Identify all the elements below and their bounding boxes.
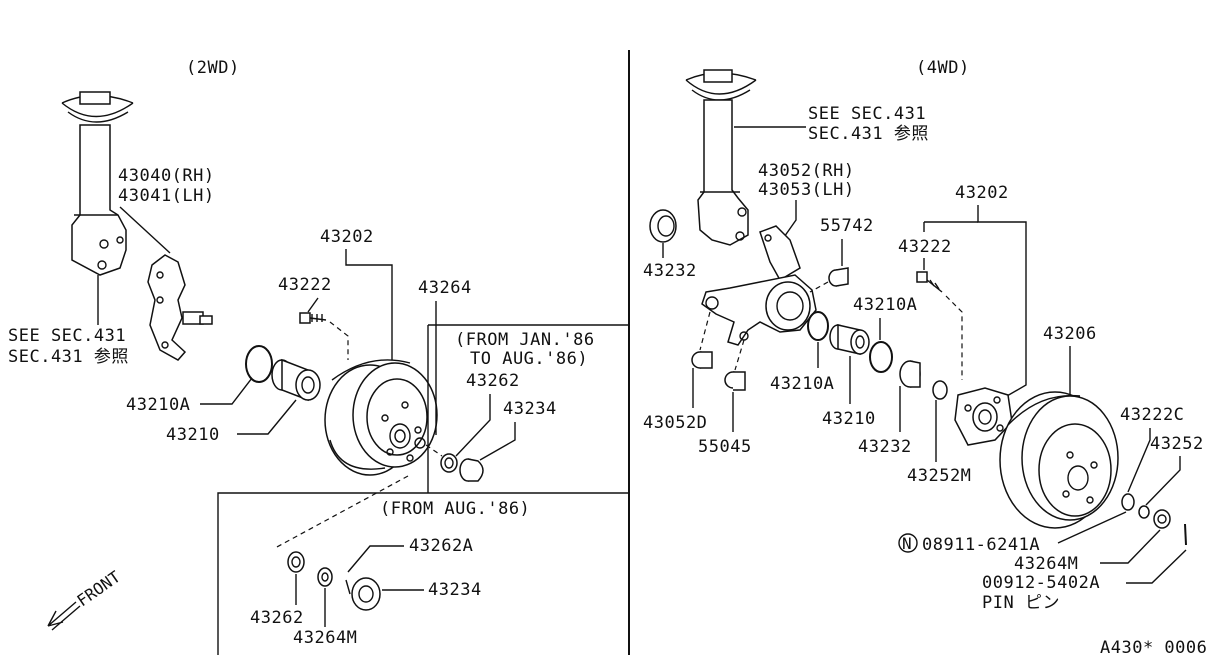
inset-from-aug: (FROM AUG.'86)	[380, 499, 530, 519]
label-strut-lh: 43041(LH)	[118, 186, 215, 206]
label-see-sec-4wd: SEE SEC.431	[808, 104, 926, 124]
brake-drum-2wd	[324, 359, 438, 476]
label-washer-aug: 43262	[250, 608, 304, 628]
bearing-2wd	[271, 358, 321, 402]
label-drum-4wd: 43206	[1043, 324, 1097, 344]
label-bushing-55742: 55742	[820, 216, 874, 236]
cap-m-aug	[317, 567, 333, 587]
washer-aug	[287, 551, 305, 573]
label-bush-low: 55045	[698, 437, 752, 457]
nut-4wd	[1153, 509, 1171, 529]
label-bolt-2wd: 43222	[278, 275, 332, 295]
label-nut-2wd: 43262	[466, 371, 520, 391]
inset-box-from-aug	[217, 492, 629, 655]
bushing-55045	[724, 371, 746, 391]
label-nut-code: 08911-6241A	[922, 535, 1040, 555]
label-bush-d: 43052D	[643, 413, 707, 433]
label-cap-2wd: 43264	[418, 278, 472, 298]
label-ring-4wd-low: 43210A	[770, 374, 834, 394]
washer-4wd	[1121, 493, 1135, 511]
label-drum-2wd: 43202	[320, 227, 374, 247]
knuckle-4wd	[701, 225, 817, 346]
label-washer-m-4wd: 43252M	[907, 466, 971, 486]
label-see-sec-2wd: SEE SEC.431	[8, 326, 126, 346]
bolt-4wd	[916, 271, 943, 293]
snap-ring-4wd-b	[869, 341, 893, 373]
title-4wd: (4WD)	[916, 58, 970, 78]
label-bearing-2wd: 43210	[166, 425, 220, 445]
label-nut-aug: 43262A	[409, 536, 473, 556]
bearing-4wd	[829, 324, 870, 355]
label-front: FRONT	[73, 567, 124, 610]
nut-symbol	[898, 533, 918, 553]
strut-4wd	[685, 69, 757, 246]
title-2wd: (2WD)	[186, 58, 240, 78]
label-ring-2wd: 43210A	[126, 395, 190, 415]
dust-cap-2wd	[459, 458, 484, 482]
label-cap-aug: 43234	[428, 580, 482, 600]
snap-ring-4wd-a	[807, 311, 829, 341]
label-sec-ref-2wd: SEC.431 参照	[8, 347, 129, 367]
label-strut-rh: 43040(RH)	[118, 166, 215, 186]
label-knuckle-lh: 43053(LH)	[758, 180, 855, 200]
label-bolt-c-4wd: 43222C	[1120, 405, 1184, 425]
nut-aug	[345, 577, 381, 611]
label-cap-m-4wd: 43264M	[1014, 554, 1078, 574]
hub-4wd	[954, 387, 1013, 446]
label-seal-4wd-top: 43232	[643, 261, 697, 281]
bushing-43052d	[691, 351, 713, 369]
label-washer-4wd: 43252	[1150, 434, 1204, 454]
label-nut-prefix: N	[902, 534, 912, 553]
washer-small-4wd	[1138, 505, 1150, 519]
brake-drum-4wd	[999, 391, 1119, 529]
nut-2wd	[440, 453, 458, 473]
label-bearing-4wd: 43210	[822, 409, 876, 429]
label-pin-code: 00912-5402A	[982, 573, 1100, 593]
label-dust-cap-2wd: 43234	[503, 399, 557, 419]
label-ring-4wd-top: 43210A	[853, 295, 917, 315]
label-seal-4wd-low: 43232	[858, 437, 912, 457]
label-knuckle-rh: 43052(RH)	[758, 161, 855, 181]
seal-4wd-low	[899, 360, 921, 388]
inset-jan-aug-line1: (FROM JAN.'86	[455, 330, 595, 350]
bolt-2wd	[299, 312, 327, 324]
snap-ring-2wd	[245, 345, 273, 383]
label-sec-ref-4wd: SEC.431 参照	[808, 124, 929, 144]
pin-4wd	[1184, 523, 1187, 546]
spindle-2wd	[147, 254, 213, 361]
inset-jan-aug-line2: TO AUG.'86)	[470, 349, 588, 369]
washer-m-4wd	[932, 380, 948, 400]
front-arrow-icon	[47, 601, 81, 631]
footer-code: A430* 0006	[1100, 638, 1207, 658]
label-hub-4wd: 43202	[955, 183, 1009, 203]
label-pin-name: PIN ピン	[982, 593, 1060, 613]
label-bolt-4wd: 43222	[898, 237, 952, 257]
seal-4wd-top	[649, 209, 677, 243]
label-cap-m-aug: 43264M	[293, 628, 357, 648]
strut-2wd	[61, 91, 134, 325]
bushing-55742	[828, 267, 849, 287]
